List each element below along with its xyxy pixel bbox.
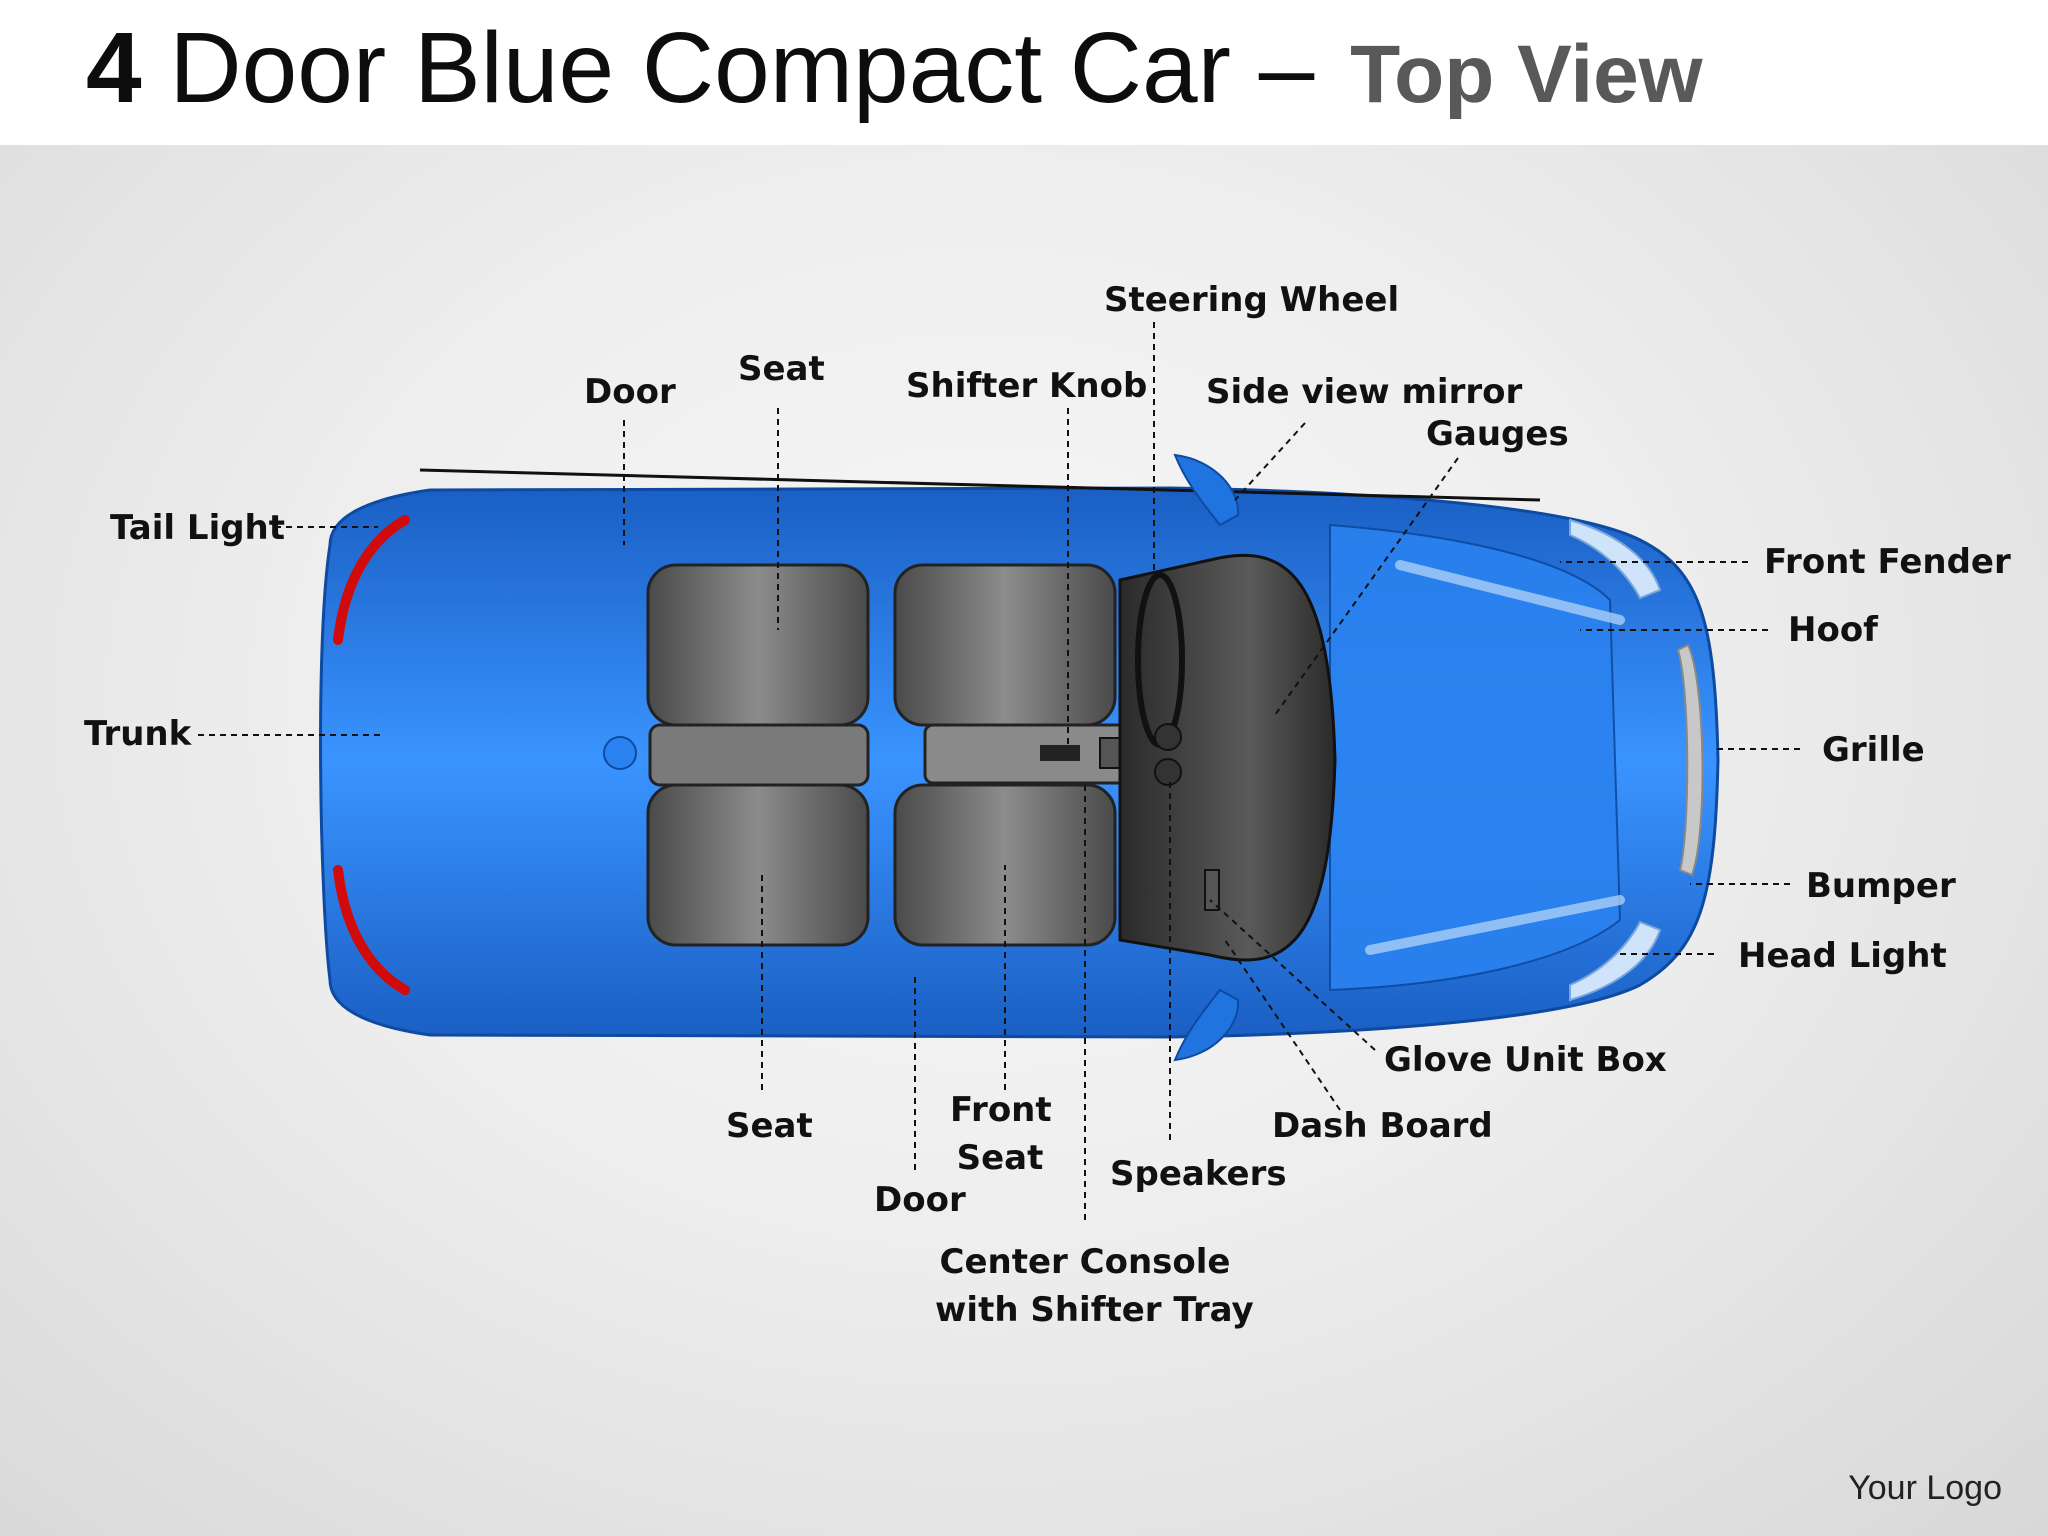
label-dash-board: Dash Board [1272,1106,1493,1146]
label-glove-unit-box: Glove Unit Box [1384,1040,1667,1080]
label-tail-light: Tail Light [110,508,286,548]
label-door-bottom: Door [874,1180,966,1220]
dashboard [1118,553,1337,962]
page-title: 4 Door Blue Compact Car – Top View [86,8,1702,135]
label-gauges: Gauges [1426,414,1569,454]
label-shifter-knob: Shifter Knob [906,366,1148,406]
label-trunk: Trunk [84,714,192,754]
label-hoof: Hoof [1788,610,1878,650]
label-seat-bottom: Seat [726,1106,813,1146]
label-bumper: Bumper [1806,866,1956,906]
label-side-view-mirror: Side view mirror [1206,372,1523,412]
title-number: 4 [86,12,142,124]
title-main: Door Blue Compact Car – [141,12,1315,124]
leader-lines [198,322,1800,1220]
label-center-console-line2: with Shifter Tray [935,1290,1254,1330]
label-center-console: Center Console with Shifter Tray [935,1238,1254,1334]
label-door-top: Door [584,372,676,412]
title-subtitle: Top View [1350,29,1703,120]
center-console [923,723,1137,785]
label-front-seat-line1: Front [950,1090,1052,1130]
logo-placeholder: Your Logo [1848,1469,2002,1507]
label-grille: Grille [1822,730,1925,770]
label-front-fender: Front Fender [1764,542,2011,582]
label-center-console-line1: Center Console [939,1242,1231,1282]
header: 4 Door Blue Compact Car – Top View [0,0,2048,145]
label-front-seat: Front Seat [950,1086,1052,1182]
label-speakers: Speakers [1110,1154,1287,1194]
rear-seats [646,563,870,947]
label-head-light: Head Light [1738,936,1947,976]
label-front-seat-line2: Seat [956,1138,1044,1178]
label-steering-wheel: Steering Wheel [1104,280,1400,320]
label-seat-top: Seat [738,349,825,389]
